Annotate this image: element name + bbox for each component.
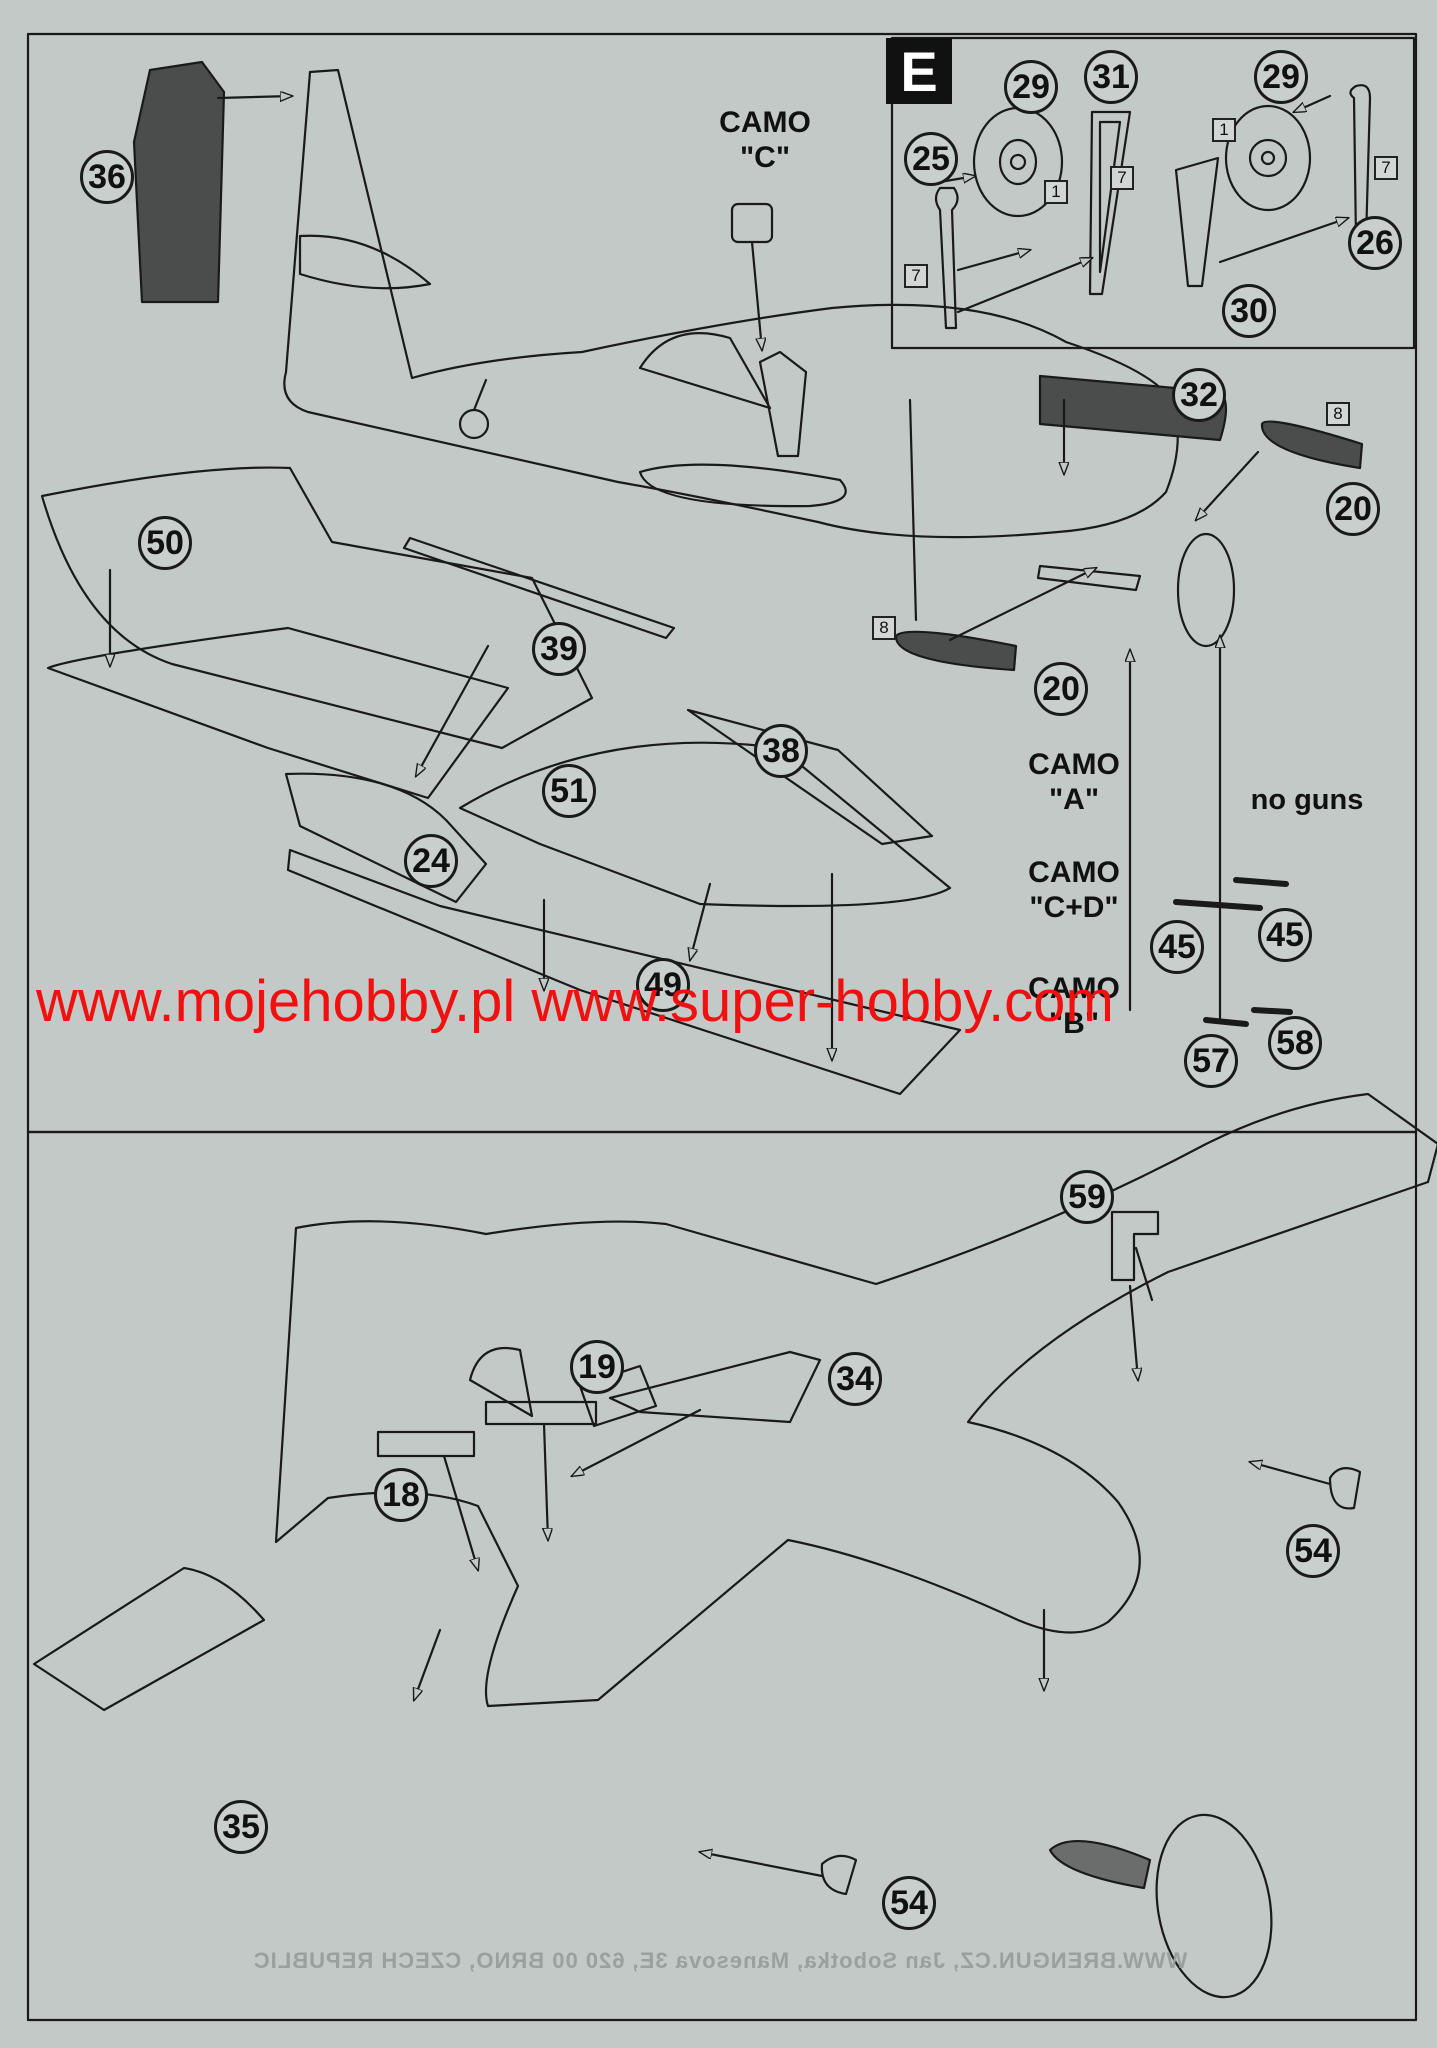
aircraft-underside-view [274, 1092, 1437, 1999]
camo-b-note: CAMO "B" [1028, 972, 1120, 1040]
stabilizer-part-35 [32, 1566, 266, 1712]
part-label-45: 45 [1150, 920, 1204, 974]
part-label-38: 38 [754, 724, 808, 778]
part-label-49: 49 [636, 958, 690, 1012]
part-label-26: 26 [1348, 216, 1402, 270]
paint-ref-box: 7 [904, 264, 928, 288]
part-label-35: 35 [214, 1800, 268, 1854]
section-e-inset-frame [890, 36, 1416, 350]
camo-c-note: CAMO "C" [719, 106, 811, 174]
part-label-20: 20 [1326, 482, 1380, 536]
part-label-39: 39 [532, 622, 586, 676]
part-label-34: 34 [828, 1352, 882, 1406]
part-label-51: 51 [542, 764, 596, 818]
part-label-45-right: 45 [1258, 908, 1312, 962]
watermark: www.mojehobby.pl www.super-hobby.com [36, 969, 1114, 1034]
paint-ref-box: 1 [1212, 118, 1236, 142]
paint-ref-box: 8 [872, 616, 896, 640]
part-label-58: 58 [1268, 1016, 1322, 1070]
part-label-20-lower: 20 [1034, 662, 1088, 716]
stabilizer-part-34 [608, 1350, 822, 1424]
section-badge: E [886, 38, 952, 104]
part-label-31: 31 [1084, 50, 1138, 104]
part-59-bracket [1110, 1210, 1160, 1282]
paint-ref-box: 8 [1326, 402, 1350, 426]
inset-landing-gear-left [934, 106, 1132, 330]
part-label-29-right: 29 [1254, 50, 1308, 104]
part-label-19: 19 [570, 1340, 624, 1394]
camo-cd-note: CAMO "C+D" [1028, 856, 1120, 924]
part-label-59: 59 [1060, 1170, 1114, 1224]
part-label-54-lower: 54 [882, 1876, 936, 1930]
lower-panel-frame [26, 1130, 1418, 2022]
part-19-rect [484, 1400, 598, 1426]
rudder-dark-part [132, 60, 226, 304]
part-label-30: 30 [1222, 284, 1276, 338]
no-guns-note: no guns [1250, 784, 1364, 816]
part-label-54: 54 [1286, 1524, 1340, 1578]
camo-a-note: CAMO "A" [1028, 748, 1120, 816]
paint-ref-box: 7 [1374, 156, 1398, 180]
wing-lower-right [284, 708, 962, 1096]
part-label-29: 29 [1004, 60, 1058, 114]
part-18-rect [376, 1430, 476, 1458]
inset-landing-gear-right [1174, 84, 1372, 288]
part-label-32: 32 [1172, 368, 1226, 422]
part-label-18: 18 [374, 1468, 428, 1522]
part-label-25: 25 [904, 132, 958, 186]
paint-ref-box: 7 [1110, 166, 1134, 190]
part-label-24: 24 [404, 834, 458, 888]
part-label-36: 36 [80, 150, 134, 204]
fuselage-side-view [283, 68, 1236, 648]
paint-ref-box: 1 [1044, 180, 1068, 204]
part-label-50: 50 [138, 516, 192, 570]
footer-show-through: WWW.BRENGUN.CZ, Jan Sobotka, Manesova 3E… [252, 1948, 1188, 1973]
part-label-57: 57 [1184, 1034, 1238, 1088]
